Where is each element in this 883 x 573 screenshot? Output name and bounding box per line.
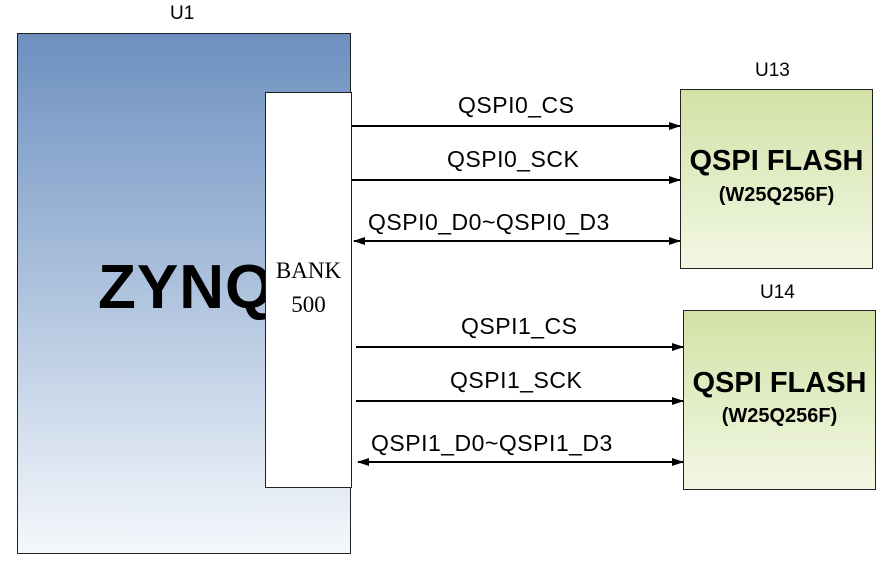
flash1-part: (W25Q256F) [721, 405, 838, 427]
flash0-block [680, 89, 873, 269]
bank-label: BANK [275, 258, 342, 283]
flash1-sck-label: QSPI1_SCK [450, 367, 583, 393]
flash0-part: (W25Q256F) [718, 184, 835, 206]
flash0-title: QSPI FLASH [689, 145, 864, 177]
flash0-ref-label: U13 [755, 60, 790, 81]
flash1-block [683, 310, 876, 490]
flash1-title: QSPI FLASH [692, 367, 867, 399]
zynq-name: ZYNQ [98, 253, 275, 322]
flash1-data-label: QSPI1_D0~QSPI1_D3 [371, 430, 613, 456]
flash0-cs-label: QSPI0_CS [458, 92, 575, 118]
zynq-ref-label: U1 [170, 3, 195, 24]
flash0-data-label: QSPI0_D0~QSPI0_D3 [368, 209, 610, 235]
bank-500-block [265, 92, 352, 488]
flash1-cs-label: QSPI1_CS [461, 313, 578, 339]
flash0-sck-label: QSPI0_SCK [447, 146, 580, 172]
bank-number: 500 [291, 292, 326, 317]
flash1-ref-label: U14 [760, 282, 795, 303]
